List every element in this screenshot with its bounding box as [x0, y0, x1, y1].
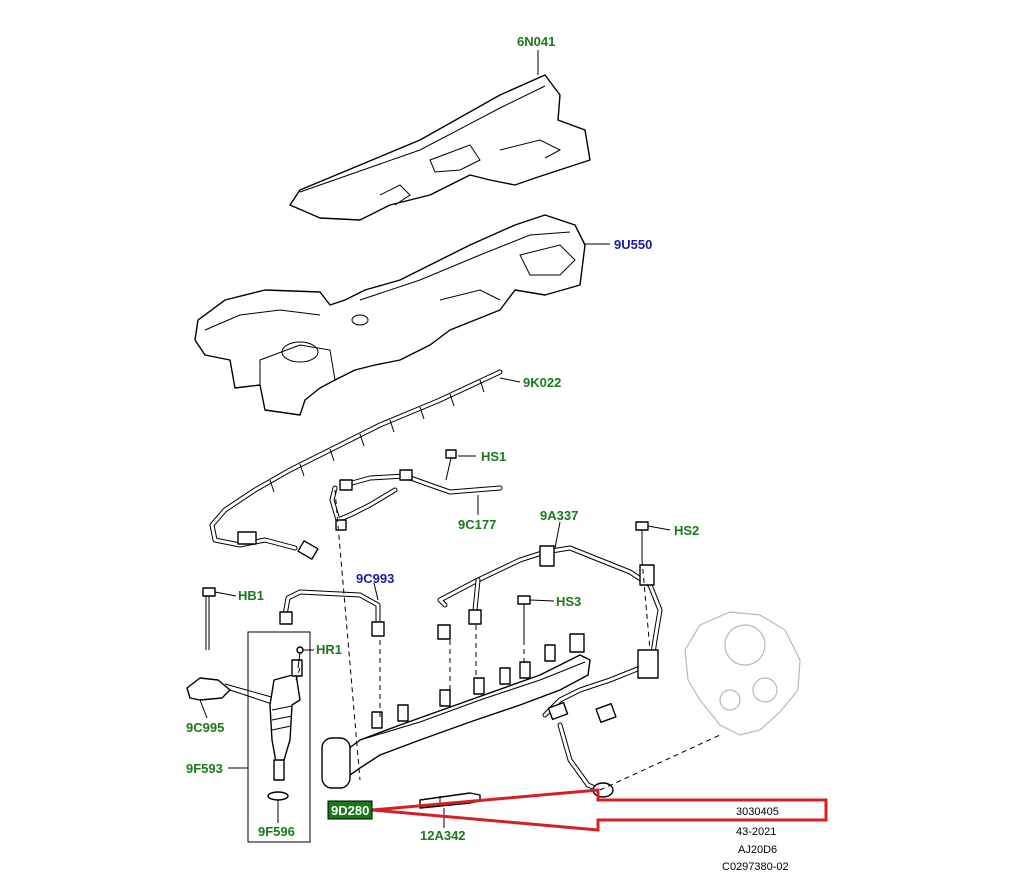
wiring-harness[interactable]	[209, 369, 503, 560]
fuel-rail[interactable]	[321, 633, 591, 789]
label-9k022[interactable]: 9K022	[523, 375, 561, 390]
dashed-leaders	[295, 489, 721, 791]
callout-leaders	[199, 50, 671, 828]
rail-to-pump-pipe[interactable]	[542, 649, 659, 798]
label-hs3[interactable]: HS3	[556, 594, 581, 609]
info-line-3: AJ20D6	[738, 844, 777, 856]
fuel-injector[interactable]	[269, 659, 303, 781]
high-pressure-pipe-9a337[interactable]	[437, 545, 663, 663]
label-hs1[interactable]: HS1	[481, 449, 506, 464]
label-12a342[interactable]: 12A342	[420, 828, 466, 843]
injector-group-frame	[247, 631, 311, 843]
label-hb1[interactable]: HB1	[238, 588, 264, 603]
label-6n041[interactable]: 6N041	[517, 34, 555, 49]
label-9d280[interactable]: 9D280	[331, 803, 369, 818]
bolt-hb1[interactable]	[202, 587, 216, 650]
label-hs2[interactable]: HS2	[674, 523, 699, 538]
callout-labels: 6N041 9U550 9K022 HS1 9C177 9A337 HS2 9C…	[186, 34, 699, 843]
info-line-1: 3030405	[736, 806, 779, 818]
fuel-pump-ghost	[684, 611, 801, 736]
bolt-hs2[interactable]	[635, 521, 649, 560]
bolt-hs1[interactable]	[445, 449, 457, 481]
upper-engine-cover[interactable]	[289, 74, 591, 221]
label-hr1[interactable]: HR1	[316, 642, 342, 657]
highlight-arrow	[371, 788, 828, 832]
label-9a337[interactable]: 9A337	[540, 508, 578, 523]
label-9c177[interactable]: 9C177	[458, 517, 496, 532]
bolt-hr1[interactable]	[296, 646, 304, 669]
label-9u550[interactable]: 9U550	[614, 237, 652, 252]
selected-callout-9d280[interactable]: 9D280	[327, 800, 373, 820]
injector-pipe-9c993[interactable]	[279, 589, 385, 637]
label-9c995[interactable]: 9C995	[186, 720, 224, 735]
main-engine-cover[interactable]	[194, 214, 586, 416]
label-9f593[interactable]: 9F593	[186, 761, 223, 776]
info-line-2: 43-2021	[736, 826, 776, 838]
label-9f596[interactable]: 9F596	[258, 824, 295, 839]
info-line-4: C0297380-02	[722, 861, 789, 873]
injector-seal-ring[interactable]	[267, 791, 289, 801]
injector-clamp[interactable]	[186, 677, 276, 706]
info-block: 3030405 43-2021 AJ20D6 C0297380-02	[722, 806, 789, 873]
leak-off-tube[interactable]	[329, 469, 503, 531]
bolt-hs3[interactable]	[517, 595, 531, 640]
label-9c993[interactable]: 9C993	[356, 571, 394, 586]
